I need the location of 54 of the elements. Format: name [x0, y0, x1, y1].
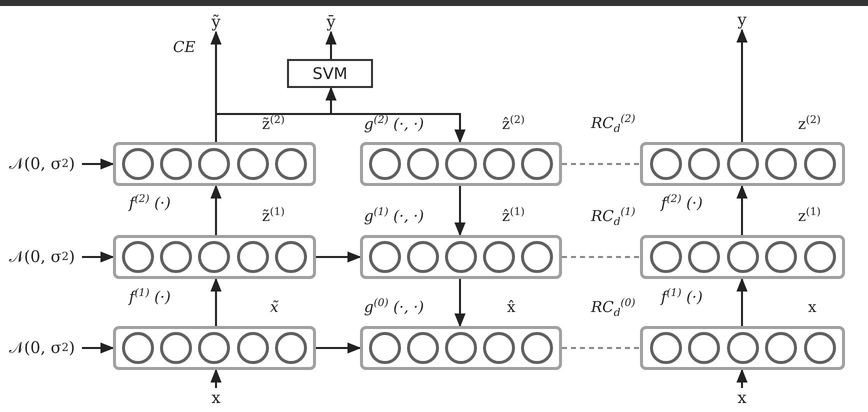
arrow [210, 184, 222, 235]
variable-label: y [732, 10, 752, 30]
neuron-layer [113, 326, 316, 370]
neuron-layer [360, 235, 562, 279]
variable-label: ẑ$^{(2)}$ [502, 117, 525, 132]
variable-label: g$^{(0)}$ (·, ·) [364, 300, 424, 315]
edge-label: f$^{(2)}$ (·) [128, 196, 172, 211]
arrow [210, 368, 222, 388]
classifier-box: SVM [287, 59, 373, 88]
neuron-layer [640, 235, 845, 279]
arrow [325, 30, 337, 59]
neuron-layer [113, 142, 316, 186]
variable-label: ẑ$^{(1)}$ [502, 209, 525, 224]
dashed-connector [562, 163, 640, 165]
arrow [316, 251, 362, 263]
variable-label: g$^{(2)}$ (·, ·) [364, 117, 424, 132]
arrow [316, 342, 362, 354]
dashed-connector [562, 256, 640, 258]
arrow [736, 184, 748, 235]
variable-label: 𝒩(0, σ$^{2}$) [2, 152, 82, 176]
neuron-layer [360, 142, 562, 186]
variable-label: ỹ [206, 12, 226, 32]
variable-label: ȳ [321, 12, 341, 32]
variable-label: z$^{(1)}$ [798, 209, 821, 224]
arrow [736, 278, 748, 326]
arrow [82, 158, 114, 170]
edge-label: f$^{(1)}$ (·) [128, 290, 172, 305]
variable-label: z$^{(2)}$ [798, 117, 821, 132]
arrow [454, 186, 466, 236]
variable-label: 𝒩(0, σ$^{2}$) [2, 245, 82, 269]
variable-label: z̃$^{(1)}$ [262, 209, 285, 224]
variable-label: g$^{(1)}$ (·, ·) [364, 209, 424, 224]
neuron-layer [640, 326, 845, 370]
neuron-layer [113, 235, 316, 279]
variable-label: x̃ [270, 300, 278, 315]
arrow [736, 368, 748, 388]
variable-label: x [808, 300, 816, 315]
variable-label: x [206, 388, 226, 408]
dashed-connector [562, 347, 640, 349]
edge-label: f$^{(1)}$ (·) [660, 290, 704, 305]
arrow [82, 342, 114, 354]
variable-label: x̂ [507, 300, 516, 315]
arrow [736, 28, 748, 142]
variable-label: x [732, 388, 752, 408]
arrow [454, 279, 466, 328]
variable-label: 𝒩(0, σ$^{2}$) [2, 336, 82, 360]
edge-label: CE [172, 40, 196, 55]
arrow [215, 113, 466, 144]
neuron-layer [640, 142, 845, 186]
variable-label: z̃$^{(2)}$ [262, 117, 285, 132]
neuron-layer [360, 326, 562, 370]
arrow [82, 251, 114, 263]
edge-label: f$^{(2)}$ (·) [660, 196, 704, 211]
arrow [210, 278, 222, 326]
